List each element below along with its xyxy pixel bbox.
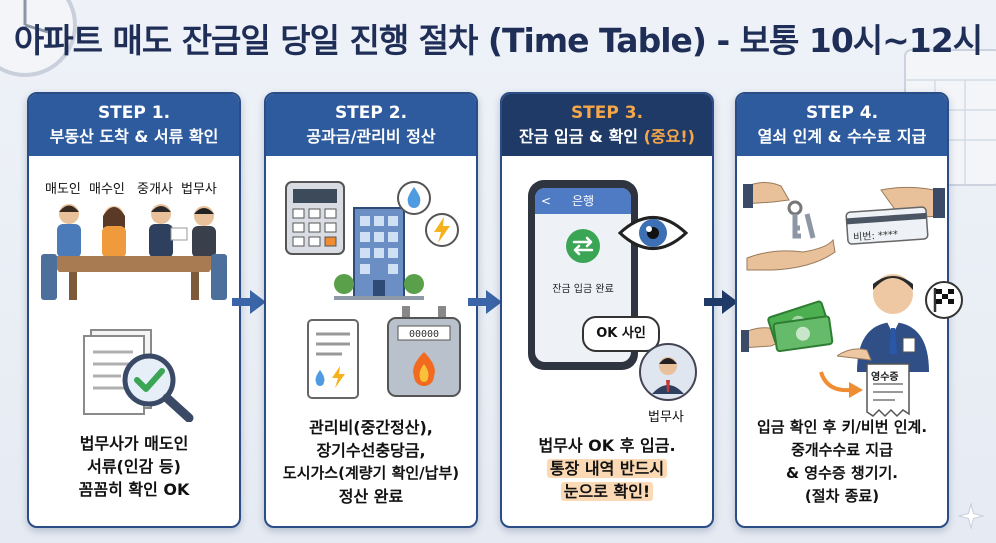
receipt-text: 영수증 bbox=[871, 372, 899, 383]
step-3-description: 법무사 OK 후 입금. 통장 내역 반드시 눈으로 확인! bbox=[502, 434, 712, 503]
page-title: 아파트 매도 잔금일 당일 진행 절차 (Time Table) - 보통 10… bbox=[13, 21, 983, 60]
transfer-icon bbox=[566, 229, 600, 263]
step-1-description: 법무사가 매도인 서류(인감 등) 꼼꼼히 확인 OK bbox=[29, 432, 239, 501]
meeting-icon bbox=[41, 204, 227, 300]
bill-icon bbox=[307, 319, 359, 399]
lawyer-label: 법무사 bbox=[648, 410, 684, 425]
document-check-icon bbox=[83, 329, 194, 422]
svg-text:00000: 00000 bbox=[409, 329, 439, 340]
step-2-header: STEP 2. 공과금/관리비 정산 bbox=[266, 94, 476, 156]
password-card-icon bbox=[845, 186, 945, 245]
step-4-header: STEP 4. 열쇠 인계 & 수수료 지급 bbox=[737, 94, 947, 156]
step-1-title: 부동산 도착 & 서류 확인 bbox=[49, 127, 219, 146]
step-2-description: 관리비(중간정산), 장기수선충당금, 도시가스(계량기 확인/납부) 정산 완… bbox=[266, 416, 476, 508]
step-2-card: STEP 2. 공과금/관리비 정산 bbox=[264, 92, 478, 528]
calculator-icon bbox=[285, 181, 345, 255]
step-1-label: STEP 1. bbox=[97, 103, 171, 123]
clock-decoration-icon bbox=[0, 0, 77, 77]
person-label-agent: 중개사 bbox=[137, 182, 173, 197]
password-card-text: 비번: **** bbox=[852, 229, 899, 244]
key-handover-icon bbox=[743, 182, 836, 271]
step-3-title-highlight: (중요!) bbox=[643, 127, 695, 146]
step-3-desc-highlight: 눈으로 확인! bbox=[560, 482, 654, 501]
phone-header-title: 은행 bbox=[571, 194, 595, 208]
receipt-icon bbox=[866, 363, 910, 418]
person-label-buyer: 매수인 bbox=[89, 182, 125, 197]
step-2-desc-line: 관리비(중간정산), bbox=[309, 418, 433, 437]
lawyer-icon bbox=[639, 343, 697, 401]
step-4-desc-line: 중개수수료 지급 bbox=[791, 441, 893, 459]
step-4-card: STEP 4. 열쇠 인계 & 수수료 지급 비번: **** bbox=[735, 92, 949, 528]
back-chevron-icon: < bbox=[541, 194, 552, 208]
step-3-header: STEP 3. 잔금 입금 & 확인 (중요!) bbox=[502, 94, 712, 156]
step-3-title: 잔금 입금 & 확인 bbox=[519, 127, 644, 146]
water-drop-icon bbox=[397, 181, 431, 215]
step-2-label: STEP 2. bbox=[334, 103, 408, 123]
step-2-desc-line: 장기수선충당금, bbox=[316, 441, 426, 460]
gas-meter-icon: 00000 bbox=[387, 306, 461, 397]
step-1-desc-line: 법무사가 매도인 bbox=[79, 434, 189, 453]
arrow-right-icon bbox=[232, 290, 266, 314]
eye-icon bbox=[617, 216, 689, 250]
step-1-card: STEP 1. 부동산 도착 & 서류 확인 매도인 매수인 중개사 법무사 bbox=[27, 92, 241, 528]
building-icon bbox=[334, 207, 424, 300]
ok-sign-bubble: OK 사인 bbox=[582, 316, 660, 352]
step-1-desc-line: 서류(인감 등) bbox=[87, 457, 181, 476]
step-1-header: STEP 1. 부동산 도착 & 서류 확인 bbox=[29, 94, 239, 156]
step-4-title: 열쇠 인계 & 수수료 지급 bbox=[757, 127, 927, 146]
phone-status-text: 잔금 입금 완료 bbox=[552, 284, 614, 295]
electricity-icon bbox=[425, 213, 459, 247]
sparkle-icon bbox=[958, 503, 984, 529]
step-4-description: 입금 확인 후 키/비번 인계. 중개수수료 지급 & 영수증 챙기기. (절차… bbox=[737, 416, 947, 508]
step-2-desc-line: 도시가스(계량기 확인/납부) bbox=[282, 464, 460, 482]
step-3-desc-line: 법무사 OK 후 입금. bbox=[538, 436, 676, 455]
agent-icon bbox=[837, 274, 929, 372]
step-4-label: STEP 4. bbox=[805, 103, 879, 123]
step-4-desc-line: (절차 종료) bbox=[804, 487, 880, 505]
step-2-desc-line: 정산 완료 bbox=[338, 487, 404, 506]
person-label-seller: 매도인 bbox=[45, 182, 81, 197]
step-4-desc-line: 입금 확인 후 키/비번 인계. bbox=[756, 418, 928, 436]
step-3-desc-highlight: 통장 내역 반드시 bbox=[546, 459, 668, 478]
step-3-label: STEP 3. bbox=[570, 103, 644, 123]
person-label-lawyer: 법무사 bbox=[181, 182, 217, 197]
step-3-card: STEP 3. 잔금 입금 & 확인 (중요!) < 은행 잔금 입금 완료 O… bbox=[500, 92, 714, 528]
arrow-right-icon bbox=[468, 290, 502, 314]
arrow-right-icon bbox=[704, 290, 738, 314]
phone-header: < 은행 bbox=[535, 188, 631, 214]
step-2-title: 공과금/관리비 정산 bbox=[306, 127, 436, 146]
step-1-desc-line: 꼼꼼히 확인 OK bbox=[78, 480, 190, 499]
money-icon bbox=[741, 300, 834, 353]
orange-arrow-icon bbox=[819, 371, 863, 398]
step-4-desc-line: & 영수증 챙기기. bbox=[785, 464, 899, 482]
finish-flag-icon bbox=[925, 281, 963, 319]
